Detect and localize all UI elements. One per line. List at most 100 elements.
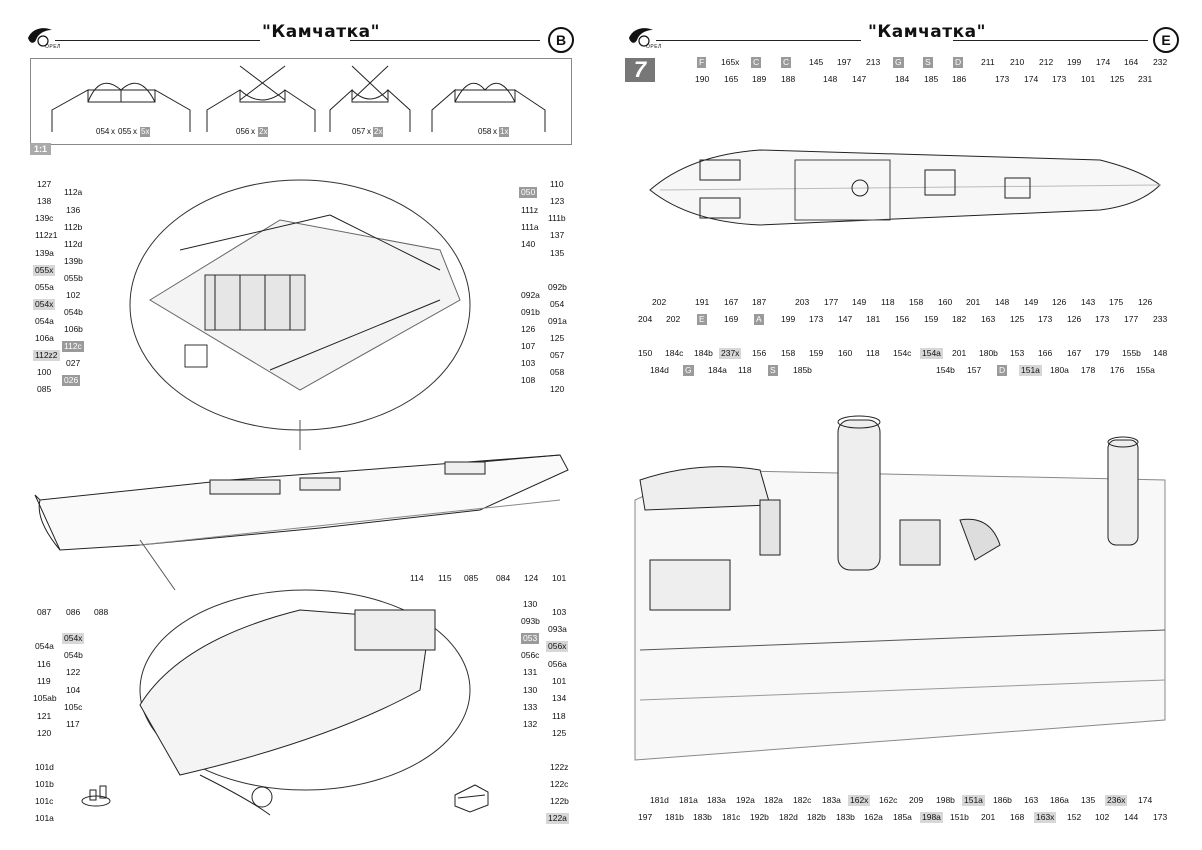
part-label: 169 — [724, 314, 739, 324]
part-label: 151a — [962, 795, 985, 806]
part-label: 184 — [895, 74, 910, 84]
part-label: 181c — [722, 812, 741, 822]
part-label: 158 — [909, 297, 924, 307]
part-label: 114 — [410, 573, 424, 583]
step-number: 7 — [625, 58, 655, 82]
part-label: 183a — [707, 795, 726, 805]
part-label: 183b — [693, 812, 712, 822]
part-label: 050 — [519, 187, 538, 198]
part-label: 054a — [35, 316, 54, 326]
part-label: 053 — [521, 633, 540, 644]
part-label: 213 — [866, 57, 881, 67]
part-label: 112a — [64, 187, 83, 197]
part-label: 101c — [35, 796, 54, 806]
part-label: 027 — [66, 358, 81, 368]
part-label: 126 — [1067, 314, 1082, 324]
frame-template-057 — [329, 65, 411, 132]
part-label: 112z1 — [35, 230, 58, 240]
part-label: 085 — [464, 573, 479, 583]
part-label: 106a — [35, 333, 54, 343]
frame-mark: x — [251, 127, 255, 136]
frame-template-058 — [431, 82, 546, 132]
part-label: 056c — [521, 650, 540, 660]
title-rule-right — [350, 40, 540, 41]
part-label: 102 — [66, 290, 81, 300]
part-label: 091b — [521, 307, 540, 317]
part-label: 085 — [37, 384, 52, 394]
part-label: 148 — [1153, 348, 1168, 358]
part-label: 211 — [981, 57, 995, 67]
frame-mark: x — [133, 127, 137, 136]
part-label: 153 — [1010, 348, 1025, 358]
frame-count: 2x — [258, 127, 269, 137]
part-label: 101a — [35, 813, 54, 823]
part-label: 139b — [64, 256, 83, 266]
part-label: 198a — [920, 812, 943, 823]
part-label: 145 — [809, 57, 824, 67]
part-label: 139a — [35, 248, 54, 258]
part-label: 173 — [1038, 314, 1053, 324]
part-label: 054x — [33, 299, 56, 310]
part-label: 155b — [1122, 348, 1141, 358]
part-label: 182 — [952, 314, 967, 324]
frame-count: 1x — [499, 127, 510, 137]
part-label: 125 — [1110, 74, 1125, 84]
part-label: 180b — [979, 348, 998, 358]
part-label: 154c — [893, 348, 912, 358]
frame-mark: x — [367, 127, 371, 136]
bitt-part-detail — [81, 785, 111, 807]
part-label: 147 — [838, 314, 853, 324]
part-label: 188 — [781, 74, 796, 84]
part-label: 191 — [695, 297, 710, 307]
part-label: 198b — [936, 795, 955, 805]
part-label: 135 — [1081, 795, 1096, 805]
part-label: 087 — [37, 607, 52, 617]
part-label: 106b — [64, 324, 83, 334]
part-label: 138 — [37, 196, 52, 206]
part-label: 101b — [35, 779, 54, 789]
part-label: G — [683, 365, 694, 376]
part-label: 122b — [550, 796, 569, 806]
part-label: E — [697, 314, 707, 325]
part-label: 026 — [62, 375, 81, 386]
frame-label: 054 — [96, 127, 110, 136]
page-title: "Камчатка" — [868, 22, 986, 42]
part-label: 125 — [550, 333, 565, 343]
title-rule-left — [656, 40, 861, 41]
left-page: ОРЕЛ "Камчатка" B 1:1 054 x 055 x 5x 056… — [28, 22, 574, 155]
part-label: 232 — [1153, 57, 1168, 67]
part-label: 162x — [848, 795, 871, 806]
frame-template-056 — [206, 65, 316, 132]
part-label: 151a — [1019, 365, 1042, 376]
part-label: 084 — [496, 573, 511, 583]
part-label: 160 — [838, 348, 853, 358]
part-label: 123 — [550, 196, 565, 206]
part-label: 056a — [548, 659, 567, 669]
part-label: 122 — [66, 667, 81, 677]
part-label: 136 — [66, 205, 81, 215]
part-label: 159 — [924, 314, 939, 324]
part-label: 179 — [1095, 348, 1110, 358]
part-label: 120 — [550, 384, 565, 394]
part-label: 122a — [546, 813, 569, 824]
part-label: 054b — [64, 307, 83, 317]
part-label: 151b — [950, 812, 969, 822]
part-label: 154a — [920, 348, 943, 359]
part-label: 104 — [66, 685, 81, 695]
part-label: 133 — [523, 702, 538, 712]
part-label: 155a — [1136, 365, 1155, 375]
logo-text: ОРЕЛ — [45, 44, 61, 50]
part-label: 183a — [822, 795, 841, 805]
part-label: 177 — [824, 297, 839, 307]
logo-text: ОРЕЛ — [646, 44, 662, 50]
frame-mark: x — [493, 127, 497, 136]
part-label: 112z2 — [33, 350, 60, 361]
part-label: 126 — [1138, 297, 1153, 307]
part-label: 130 — [523, 599, 538, 609]
frame-count: 5x — [140, 127, 151, 137]
part-label: 173 — [1153, 812, 1168, 822]
part-label: 112c — [62, 341, 84, 352]
part-label: 162c — [879, 795, 898, 805]
part-label: 091a — [548, 316, 567, 326]
part-label: 166 — [1038, 348, 1053, 358]
